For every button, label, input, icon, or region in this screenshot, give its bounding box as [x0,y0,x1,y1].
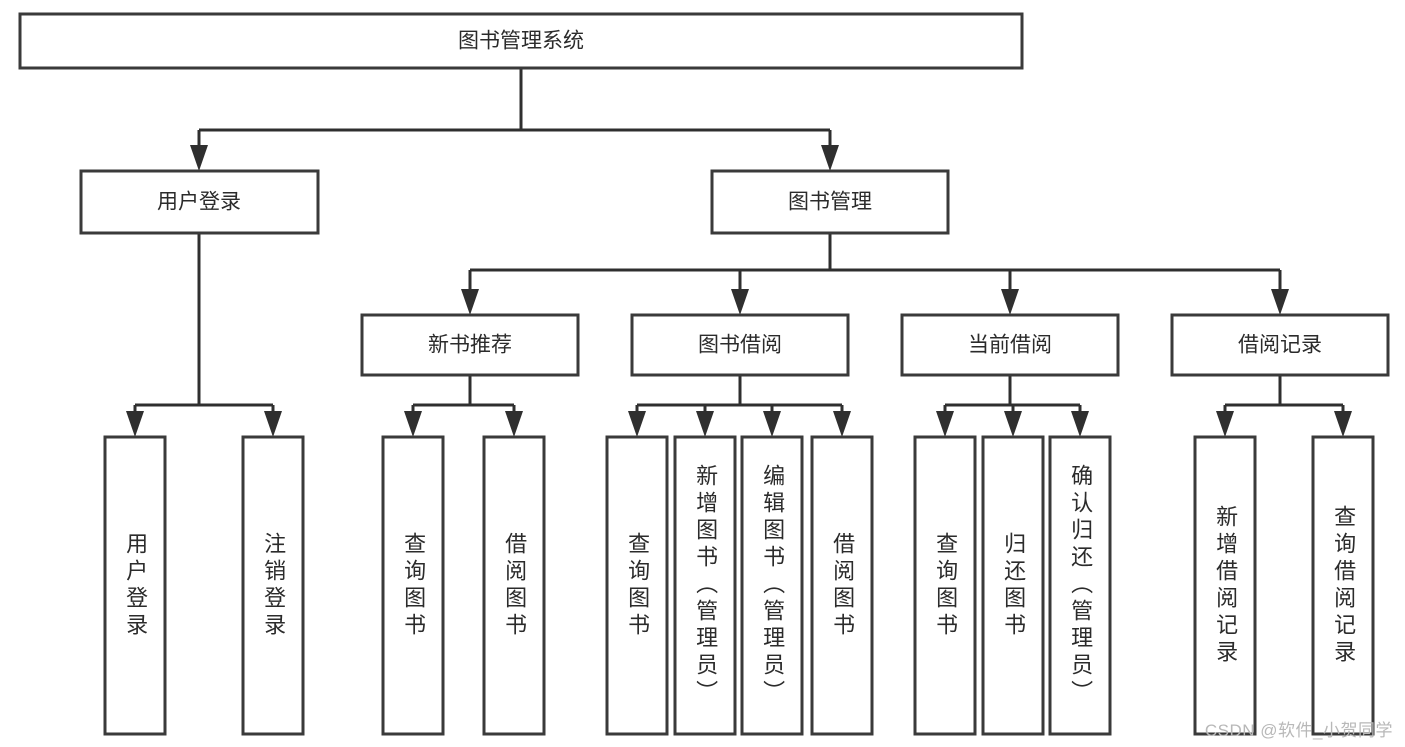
arrow-head-bookmanage [821,145,839,171]
leaf-borrow-book-1[interactable] [482,435,546,736]
arrow-head-leaf-query-book-1 [404,411,422,437]
csdn-watermark: CSDN @软件_小贺同学 [1204,721,1393,740]
leaf-user-login-box[interactable] [103,435,167,736]
node-user-login[interactable]: 用户登录 [79,169,320,235]
leaf-logout[interactable] [241,435,305,736]
arrow-head-newbook [461,289,479,315]
arrow-head-leaf-confirm-return [1071,411,1089,437]
arrow-head-leaf-query-book-2 [628,411,646,437]
node-current-borrow[interactable]: 当前借阅 [900,313,1120,377]
leaf-return-book-box[interactable] [981,435,1045,736]
leaf-borrow-book-2[interactable] [810,435,874,736]
node-new-book-rec-label: 新书推荐 [428,334,512,357]
connector-group-bookborrow [628,375,851,437]
connector-group-root [190,68,839,171]
arrow-head-currentborrow [1001,289,1019,315]
leaf-logout-box[interactable] [241,435,305,736]
leaf-add-book[interactable] [673,435,737,736]
node-root[interactable]: 图书管理系统 [18,12,1024,70]
arrow-head-leaf-edit-book [763,411,781,437]
connector-group-bookmanage [461,233,1289,315]
node-current-borrow-box[interactable] [900,313,1120,377]
leaf-confirm-return-box[interactable] [1048,435,1112,736]
node-current-borrow-label: 当前借阅 [968,334,1052,357]
leaf-add-book-box[interactable] [673,435,737,736]
connector-group-currentborrow [936,375,1089,437]
leaf-borrow-book-1-box[interactable] [482,435,546,736]
arrow-head-leaf-logout [264,411,282,437]
leaf-borrow-book-2-box[interactable] [810,435,874,736]
leaf-add-record-box[interactable] [1193,435,1257,736]
arrow-head-leaf-add-record [1216,411,1234,437]
node-user-login-box[interactable] [79,169,320,235]
leaf-query-record[interactable] [1311,435,1375,736]
node-book-manage[interactable]: 图书管理 [710,169,950,235]
node-new-book-rec-box[interactable] [360,313,580,377]
leaf-confirm-return[interactable] [1048,435,1112,736]
node-book-manage-label: 图书管理 [788,191,872,214]
node-new-book-rec[interactable]: 新书推荐 [360,313,580,377]
node-borrow-record[interactable]: 借阅记录 [1170,313,1390,377]
arrow-head-leaf-add-book [696,411,714,437]
node-book-manage-box[interactable] [710,169,950,235]
connector-group-userlogin [126,233,282,437]
node-root-label: 图书管理系统 [458,30,584,53]
leaf-query-book-1[interactable] [381,435,445,736]
arrow-head-borrowrecord [1271,289,1289,315]
node-book-borrow-label: 图书借阅 [698,334,782,357]
arrow-head-bookborrow [731,289,749,315]
leaf-query-book-2-box[interactable] [605,435,669,736]
leaf-query-record-box[interactable] [1311,435,1375,736]
node-borrow-record-box[interactable] [1170,313,1390,377]
node-root-box[interactable] [18,12,1024,70]
leaf-query-book-3-box[interactable] [913,435,977,736]
leaf-query-book-3[interactable] [913,435,977,736]
arrow-head-leaf-borrow-book-1 [505,411,523,437]
node-book-borrow[interactable]: 图书借阅 [630,313,850,377]
leaf-return-book[interactable] [981,435,1045,736]
leaf-edit-book[interactable] [740,435,804,736]
leaf-edit-book-box[interactable] [740,435,804,736]
arrow-head-leaf-query-book-3 [936,411,954,437]
node-borrow-record-label: 借阅记录 [1238,334,1322,357]
connector-group-newbookrec [404,375,523,437]
arrow-head-leaf-return-book [1004,411,1022,437]
connector-group-borrowrecord [1216,375,1352,437]
node-book-borrow-box[interactable] [630,313,850,377]
arrow-head-userlogin [190,145,208,171]
arrow-head-leaf-query-record [1334,411,1352,437]
leaf-user-login[interactable] [103,435,167,736]
node-user-login-label: 用户登录 [157,191,241,214]
leaf-query-book-1-box[interactable] [381,435,445,736]
arrow-head-leaf-borrow-book-2 [833,411,851,437]
leaf-query-book-2[interactable] [605,435,669,736]
leaf-add-record[interactable] [1193,435,1257,736]
arrow-head-leaf-user-login [126,411,144,437]
